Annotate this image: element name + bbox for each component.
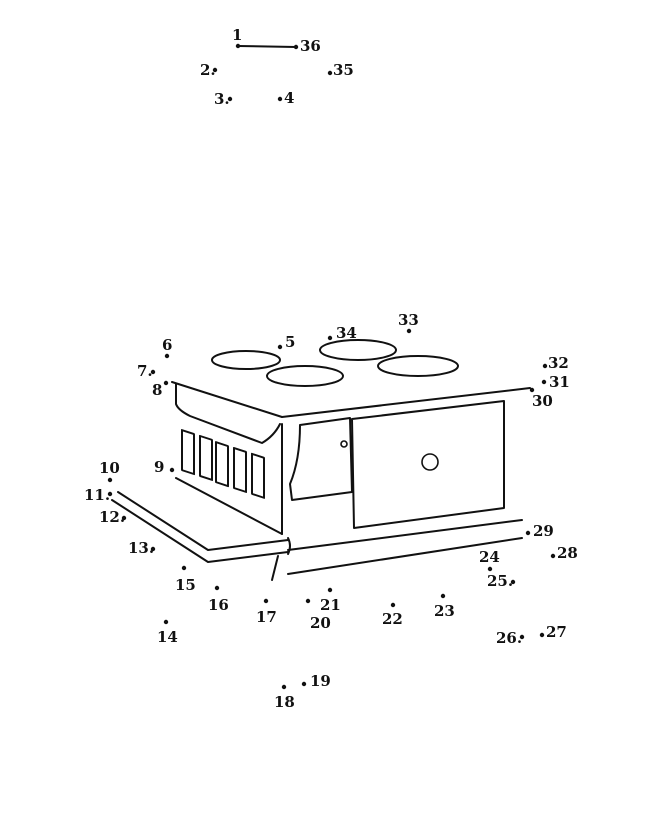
- dot-32: [542, 363, 548, 369]
- stove-vent-4: [233, 446, 247, 493]
- dot-label-26: 26.: [496, 629, 522, 647]
- dot-label-25: 25.: [487, 572, 513, 590]
- stove-front-bottom: [287, 519, 523, 551]
- burner-back-left: [211, 350, 281, 370]
- dot-18: [281, 684, 287, 690]
- stove-left-shelf-top: [117, 491, 289, 551]
- dot-20: [305, 598, 311, 604]
- dot-label-19: 19: [310, 672, 331, 690]
- burner-back-right: [319, 339, 397, 361]
- dot-15: [181, 565, 187, 571]
- dot-21: [327, 587, 333, 593]
- dot-label-33: 33: [398, 311, 419, 329]
- dot-36: [293, 44, 299, 50]
- dot-label-8: 8: [152, 381, 162, 399]
- dot-label-30: 30: [532, 392, 553, 410]
- dot-label-21: 21: [320, 596, 341, 614]
- stove-front-base: [287, 537, 523, 575]
- dot-30: [529, 387, 535, 393]
- dot-label-28: 28: [557, 544, 578, 562]
- pipe-top-line: [237, 45, 297, 48]
- dot-label-36: 36: [300, 37, 321, 55]
- dot-12: [121, 515, 127, 521]
- dot-6: [164, 353, 170, 359]
- dot-9: [169, 467, 175, 473]
- dot-27: [539, 632, 545, 638]
- stove-small-panel: [289, 417, 353, 501]
- dot-23: [440, 593, 446, 599]
- dot-25: [510, 579, 516, 585]
- stove-outline: [111, 45, 531, 581]
- dot-label-1: 1: [232, 26, 242, 44]
- stove-left-shelf-bottom: [111, 499, 289, 563]
- dot-label-35: 35: [333, 61, 354, 79]
- dot-label-10: 10: [99, 459, 120, 477]
- dot-label-17: 17: [256, 608, 277, 626]
- dot-label-7: 7.: [137, 362, 153, 380]
- dot-label-2: 2.: [200, 61, 216, 79]
- dot-label-23: 23: [434, 602, 455, 620]
- dot-label-6: 6: [162, 336, 172, 354]
- dot-34: [327, 335, 333, 341]
- dot-label-15: 15: [175, 576, 196, 594]
- dot-label-29: 29: [533, 522, 554, 540]
- dot-35: [327, 70, 333, 76]
- dot-1: [235, 43, 241, 49]
- dot-label-22: 22: [382, 610, 403, 628]
- stove-shelf-corner: [287, 537, 291, 555]
- dot-label-4: 4: [284, 89, 294, 107]
- dot-14: [163, 619, 169, 625]
- dot-label-34: 34: [336, 324, 357, 342]
- dot-10: [107, 477, 113, 483]
- dot-26: [519, 634, 525, 640]
- dot-label-24: 24: [479, 548, 500, 566]
- dot-label-13: 13.: [128, 539, 154, 557]
- stove-oven-door: [351, 400, 505, 529]
- dot-28: [550, 553, 556, 559]
- dot-8: [163, 380, 169, 386]
- burner-front-left: [266, 365, 344, 387]
- dot-33: [406, 328, 412, 334]
- dot-24: [487, 566, 493, 572]
- dot-11: [107, 491, 113, 497]
- dot-label-32: 32: [548, 354, 569, 372]
- stove-left-base: [175, 477, 283, 535]
- dot-label-20: 20: [310, 614, 331, 632]
- dot-label-12: 12.: [99, 508, 125, 526]
- dot-3: [227, 96, 233, 102]
- stove-leg: [271, 555, 279, 581]
- dot-29: [525, 530, 531, 536]
- dot-31: [541, 379, 547, 385]
- dot-5: [277, 344, 283, 350]
- dot-17: [263, 598, 269, 604]
- dot-label-5: 5: [285, 333, 295, 351]
- stove-vent-3: [215, 441, 229, 488]
- stove-hood-curve: [175, 383, 281, 444]
- dot-label-16: 16: [208, 596, 229, 614]
- dot-7: [150, 369, 156, 375]
- dot-label-3: 3.: [214, 90, 230, 108]
- stove-top-left-edge: [171, 381, 283, 418]
- dot-2: [212, 67, 218, 73]
- dot-16: [214, 585, 220, 591]
- stove-vent-2: [199, 434, 213, 481]
- numbered-dots: 12.3.4567.891011.12.13.14151617181920212…: [84, 26, 578, 711]
- dot-4: [277, 96, 283, 102]
- dot-label-9: 9: [154, 458, 164, 476]
- dot-22: [390, 602, 396, 608]
- stove-vent-5: [251, 452, 265, 499]
- dot-label-27: 27: [546, 623, 567, 641]
- stove-vent-1: [181, 429, 195, 476]
- dot-label-14: 14: [157, 628, 178, 646]
- dot-label-31: 31: [549, 373, 570, 391]
- dot-13: [150, 546, 156, 552]
- dot-label-18: 18: [274, 693, 295, 711]
- stove-oven-handle: [421, 453, 439, 471]
- dot-label-11: 11.: [84, 486, 110, 504]
- stove-top-right-edge: [281, 387, 531, 418]
- dot-19: [301, 681, 307, 687]
- burner-front-right: [377, 355, 459, 377]
- stove-small-knob: [340, 440, 348, 448]
